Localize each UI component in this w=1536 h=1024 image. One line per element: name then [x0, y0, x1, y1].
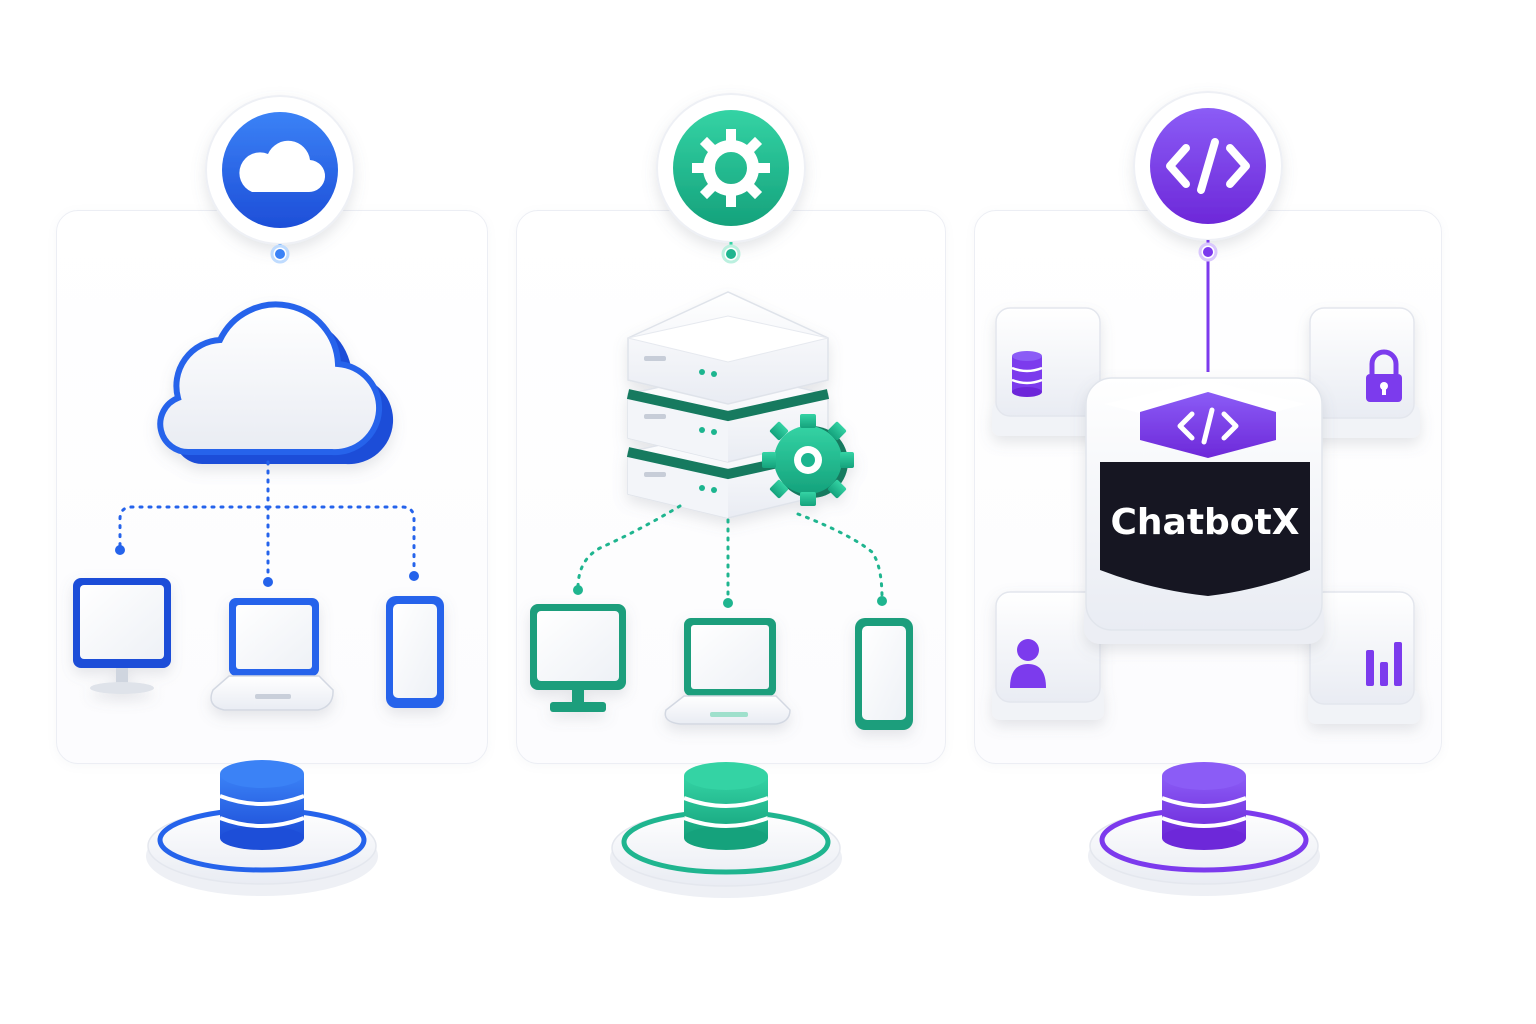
code-icon: [1133, 91, 1283, 241]
desktop-monitor: [73, 578, 171, 694]
satellite-database: [992, 307, 1104, 436]
laptop: [210, 598, 334, 711]
user-icon: [1010, 639, 1046, 688]
server-column: [530, 93, 913, 898]
cloud-column: [73, 95, 444, 896]
gear-icon: [656, 93, 806, 243]
satellite-lock: [1308, 307, 1420, 438]
server-stack: [626, 291, 854, 519]
database-icon: [1011, 351, 1043, 397]
code-badge: [1140, 392, 1276, 458]
gear-badge: [762, 414, 854, 506]
smartphone: [855, 618, 913, 730]
satellite-user: [992, 591, 1104, 720]
satellite-chart: [1308, 591, 1420, 724]
bar-chart-icon: [1366, 642, 1402, 686]
cloud-connectors: [118, 460, 416, 582]
smartphone: [386, 596, 444, 708]
database-icon: [1088, 762, 1320, 896]
cloud-hub: [157, 301, 394, 465]
cloud-icon: [205, 95, 355, 245]
api-column: ChatbotX: [992, 91, 1420, 896]
database-icon: [146, 760, 378, 896]
server-connectors: [576, 504, 884, 602]
chatbot-cube: ChatbotX: [1084, 377, 1324, 644]
chatbot-brand-text: ChatbotX: [1110, 502, 1299, 543]
database-icon: [610, 762, 842, 898]
desktop-monitor: [530, 604, 626, 712]
lock-icon: [1366, 349, 1402, 402]
laptop: [664, 618, 791, 725]
chatbot-screen: [1100, 462, 1310, 596]
